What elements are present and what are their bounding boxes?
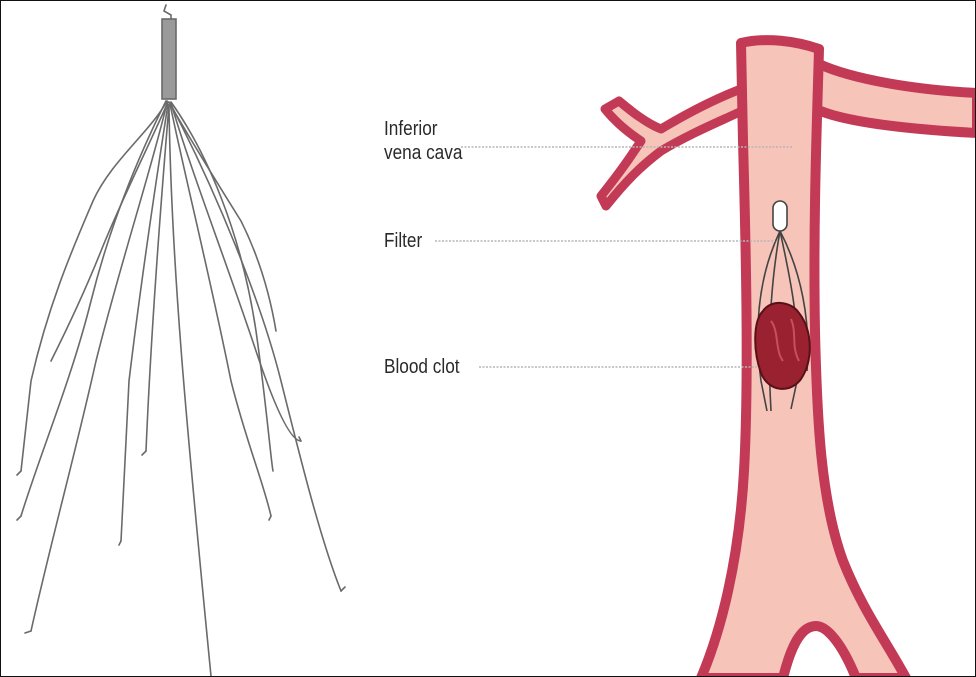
- vein-branch-right: [813, 61, 976, 133]
- label-inferior-vena-cava: Inferior vena cava: [384, 117, 462, 165]
- vein-branch-left: [601, 86, 749, 206]
- filter-cap: [773, 201, 787, 231]
- label-ivc-line2: vena cava: [384, 141, 462, 165]
- label-ivc-line1: Inferior: [384, 117, 462, 141]
- label-filter: Filter: [384, 229, 422, 253]
- label-blood-clot: Blood clot: [384, 355, 460, 379]
- blood-clot: [755, 303, 810, 389]
